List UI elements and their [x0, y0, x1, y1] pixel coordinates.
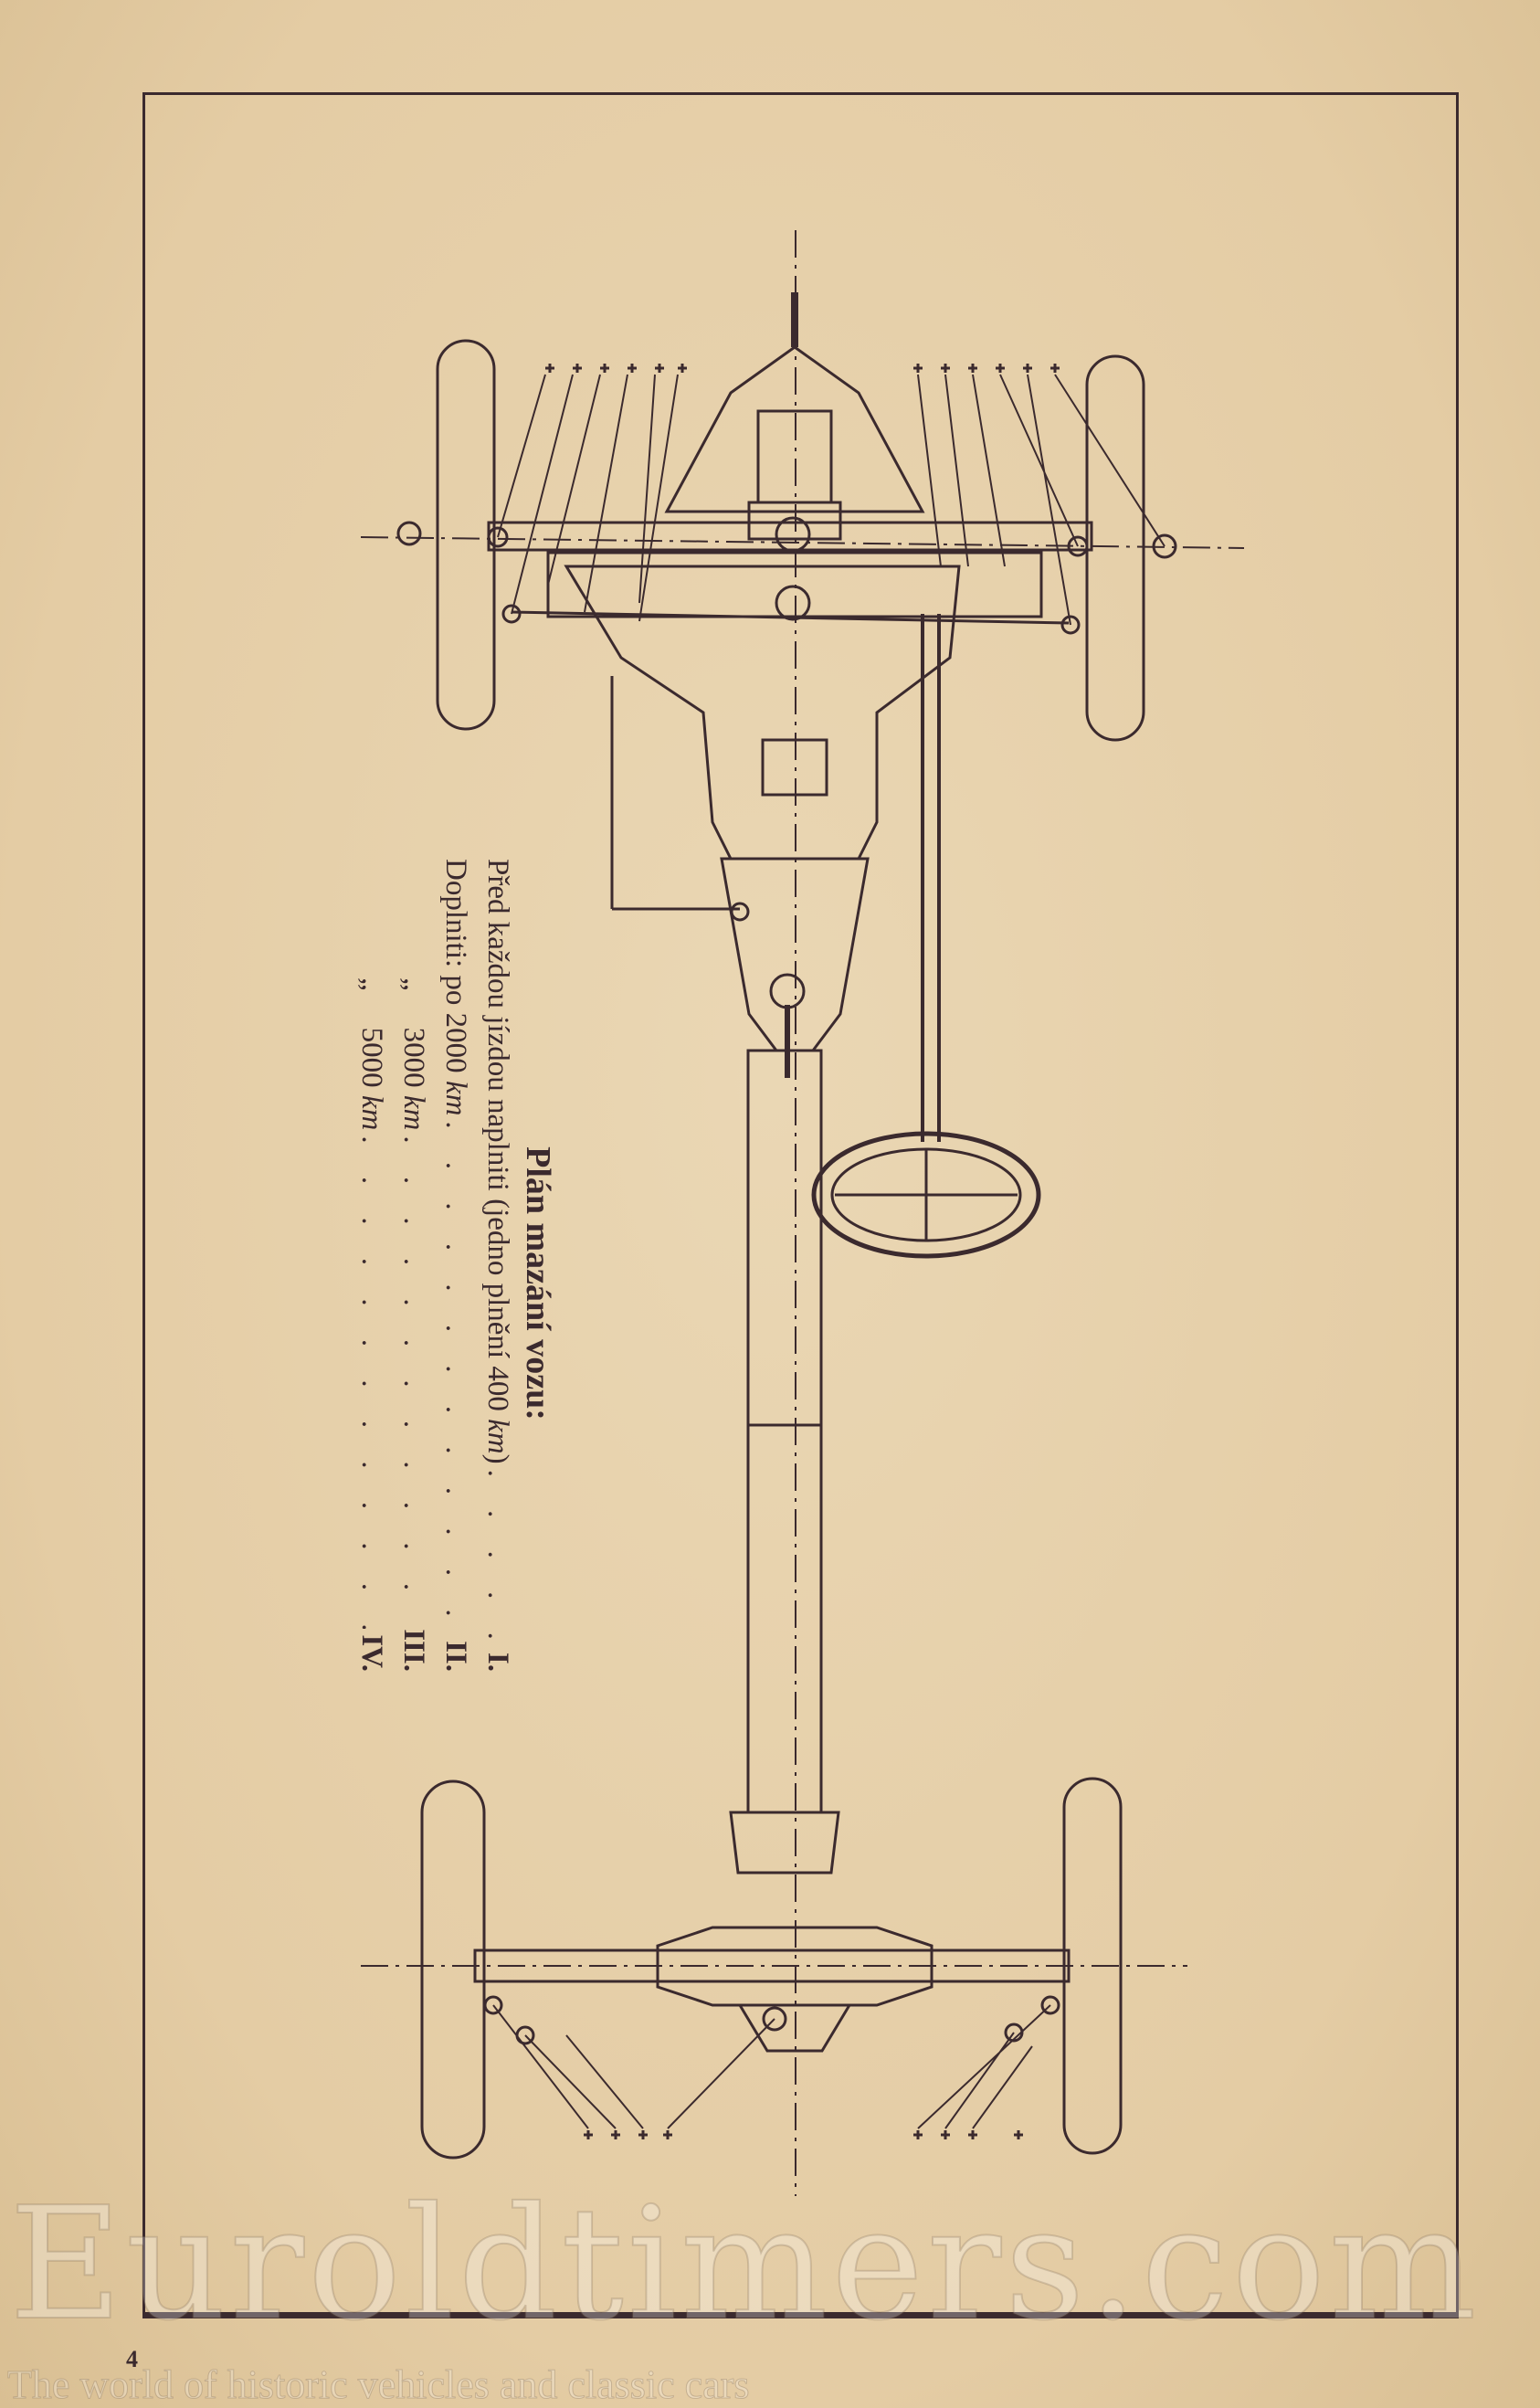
central-tube: [746, 1049, 823, 1814]
legend-row: „ 3000 km III.: [393, 859, 435, 1672]
legend-row: Doplniti: po 2000 km II.: [435, 859, 477, 1672]
legend-row: Před každou jízdou naplniti (jedno plněn…: [477, 859, 519, 1672]
ditto-mark: „: [397, 977, 430, 991]
row-unit: km: [397, 1094, 430, 1131]
row-numeral: IV.: [355, 1634, 388, 1672]
front-right-wheel: [1085, 354, 1145, 742]
row-unit: km: [439, 1080, 472, 1116]
legend-title: Plán mazání vozu:: [519, 1146, 557, 1421]
dot-leader: [393, 1135, 435, 1623]
row-numeral: II.: [439, 1641, 472, 1672]
page-border: [142, 92, 1459, 2318]
dot-leader: [477, 1470, 519, 1647]
row-numeral: III.: [397, 1629, 430, 1672]
dot-leader: [351, 1135, 393, 1629]
row-unit: km: [481, 1419, 514, 1454]
row-numeral: I.: [481, 1652, 514, 1672]
ditto-mark: „: [355, 977, 388, 991]
page-number: 4: [126, 2346, 138, 2372]
row-text: 3000: [397, 1027, 430, 1095]
rear-right-wheel: [1062, 1777, 1123, 2155]
row-text: Před každou jízdou naplniti (jedno plněn…: [481, 859, 514, 1420]
lubrication-plan-legend: Plán mazání vozu: Před každou jízdou nap…: [351, 859, 559, 1672]
watermark-brand: Euroldtimers.com: [8, 2173, 1481, 2356]
rear-axle: [473, 1949, 1071, 1983]
watermark-tagline: The world of historic vehicles and class…: [7, 2362, 750, 2408]
front-left-wheel: [436, 339, 496, 731]
front-grease-markers: [497, 364, 1166, 626]
row-text: 5000: [355, 1027, 388, 1095]
row-text: Doplniti: po 2000: [439, 859, 472, 1081]
gearbox: [564, 565, 961, 861]
steering-wheel: [811, 1131, 1041, 1259]
dot-leader: [435, 1121, 477, 1635]
legend-row: „ 5000 km IV.: [351, 859, 393, 1672]
rear-grease-markers: [492, 2004, 1051, 2139]
rear-left-wheel: [420, 1780, 486, 2160]
row-unit: km: [355, 1094, 388, 1131]
row-suffix: ): [481, 1453, 514, 1464]
engine-frame: [664, 345, 925, 513]
